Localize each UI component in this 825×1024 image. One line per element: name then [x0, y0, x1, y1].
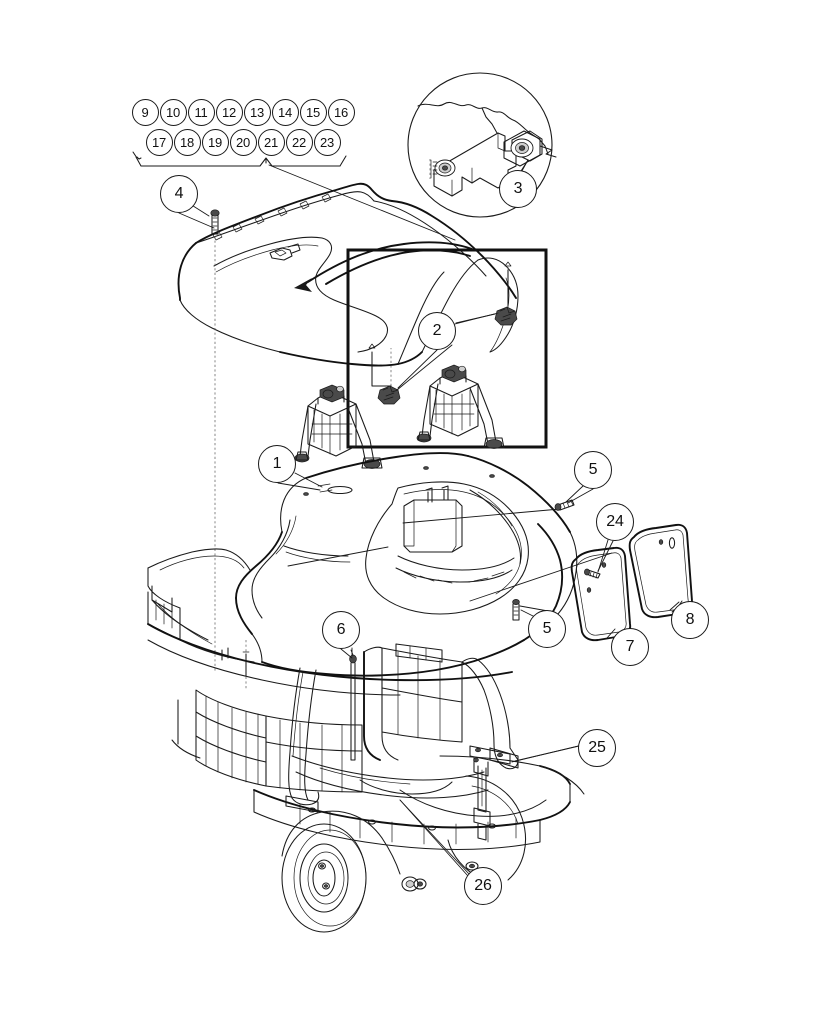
chassis-frame — [147, 548, 585, 890]
callout-5-lower[interactable]: 5 — [528, 610, 566, 648]
front-wheel — [281, 810, 419, 933]
index-circle-14[interactable]: 14 — [271, 98, 299, 126]
index-circle-10[interactable]: 10 — [159, 98, 187, 126]
index-circle-17[interactable]: 17 — [145, 128, 173, 156]
index-circle-9[interactable]: 9 — [131, 98, 159, 126]
callout-7[interactable]: 7 — [611, 628, 649, 666]
callout-26[interactable]: 26 — [464, 867, 502, 905]
roof-clip-row — [212, 193, 332, 241]
panel-screw-upper — [554, 485, 584, 511]
callout-4[interactable]: 4 — [160, 175, 198, 213]
callout-1[interactable]: 1 — [258, 445, 296, 483]
cab-shell-body — [235, 452, 613, 677]
callout-5-upper[interactable]: 5 — [574, 451, 612, 489]
callout-8[interactable]: 8 — [671, 601, 709, 639]
isolator-mount-right — [494, 306, 518, 326]
latch-knob-right — [503, 130, 541, 167]
index-circle-13[interactable]: 13 — [243, 98, 271, 126]
index-circle-19[interactable]: 19 — [201, 128, 229, 156]
index-cluster-brace — [132, 151, 456, 241]
hood-slot-detail — [269, 243, 301, 261]
isolator-detail-rectangle — [346, 248, 548, 449]
left-rear-frame-fragment — [151, 599, 213, 759]
callout-leaders — [178, 159, 680, 875]
rops-bracket-left — [294, 384, 383, 469]
callout-3[interactable]: 3 — [499, 170, 537, 208]
callout-24[interactable]: 24 — [596, 503, 634, 541]
callout-6[interactable]: 6 — [322, 611, 360, 649]
index-circle-11[interactable]: 11 — [187, 98, 215, 126]
index-circle-12[interactable]: 12 — [215, 98, 243, 126]
index-circle-16[interactable]: 16 — [327, 98, 355, 126]
isolator-mount-group — [368, 261, 518, 405]
index-circle-18[interactable]: 18 — [173, 128, 201, 156]
callout-2[interactable]: 2 — [418, 312, 456, 350]
index-circle-22[interactable]: 22 — [285, 128, 313, 156]
index-circle-20[interactable]: 20 — [229, 128, 257, 156]
roof-bolt — [189, 203, 220, 672]
index-circle-15[interactable]: 15 — [299, 98, 327, 126]
rops-bracket-right — [416, 364, 505, 449]
latch-knob-left — [429, 159, 456, 179]
isolator-mount-left — [377, 385, 401, 405]
index-circle-21[interactable]: 21 — [257, 128, 285, 156]
callout-25[interactable]: 25 — [578, 729, 616, 767]
rops-bar-assembly — [285, 643, 579, 817]
index-circle-23[interactable]: 23 — [313, 128, 341, 156]
